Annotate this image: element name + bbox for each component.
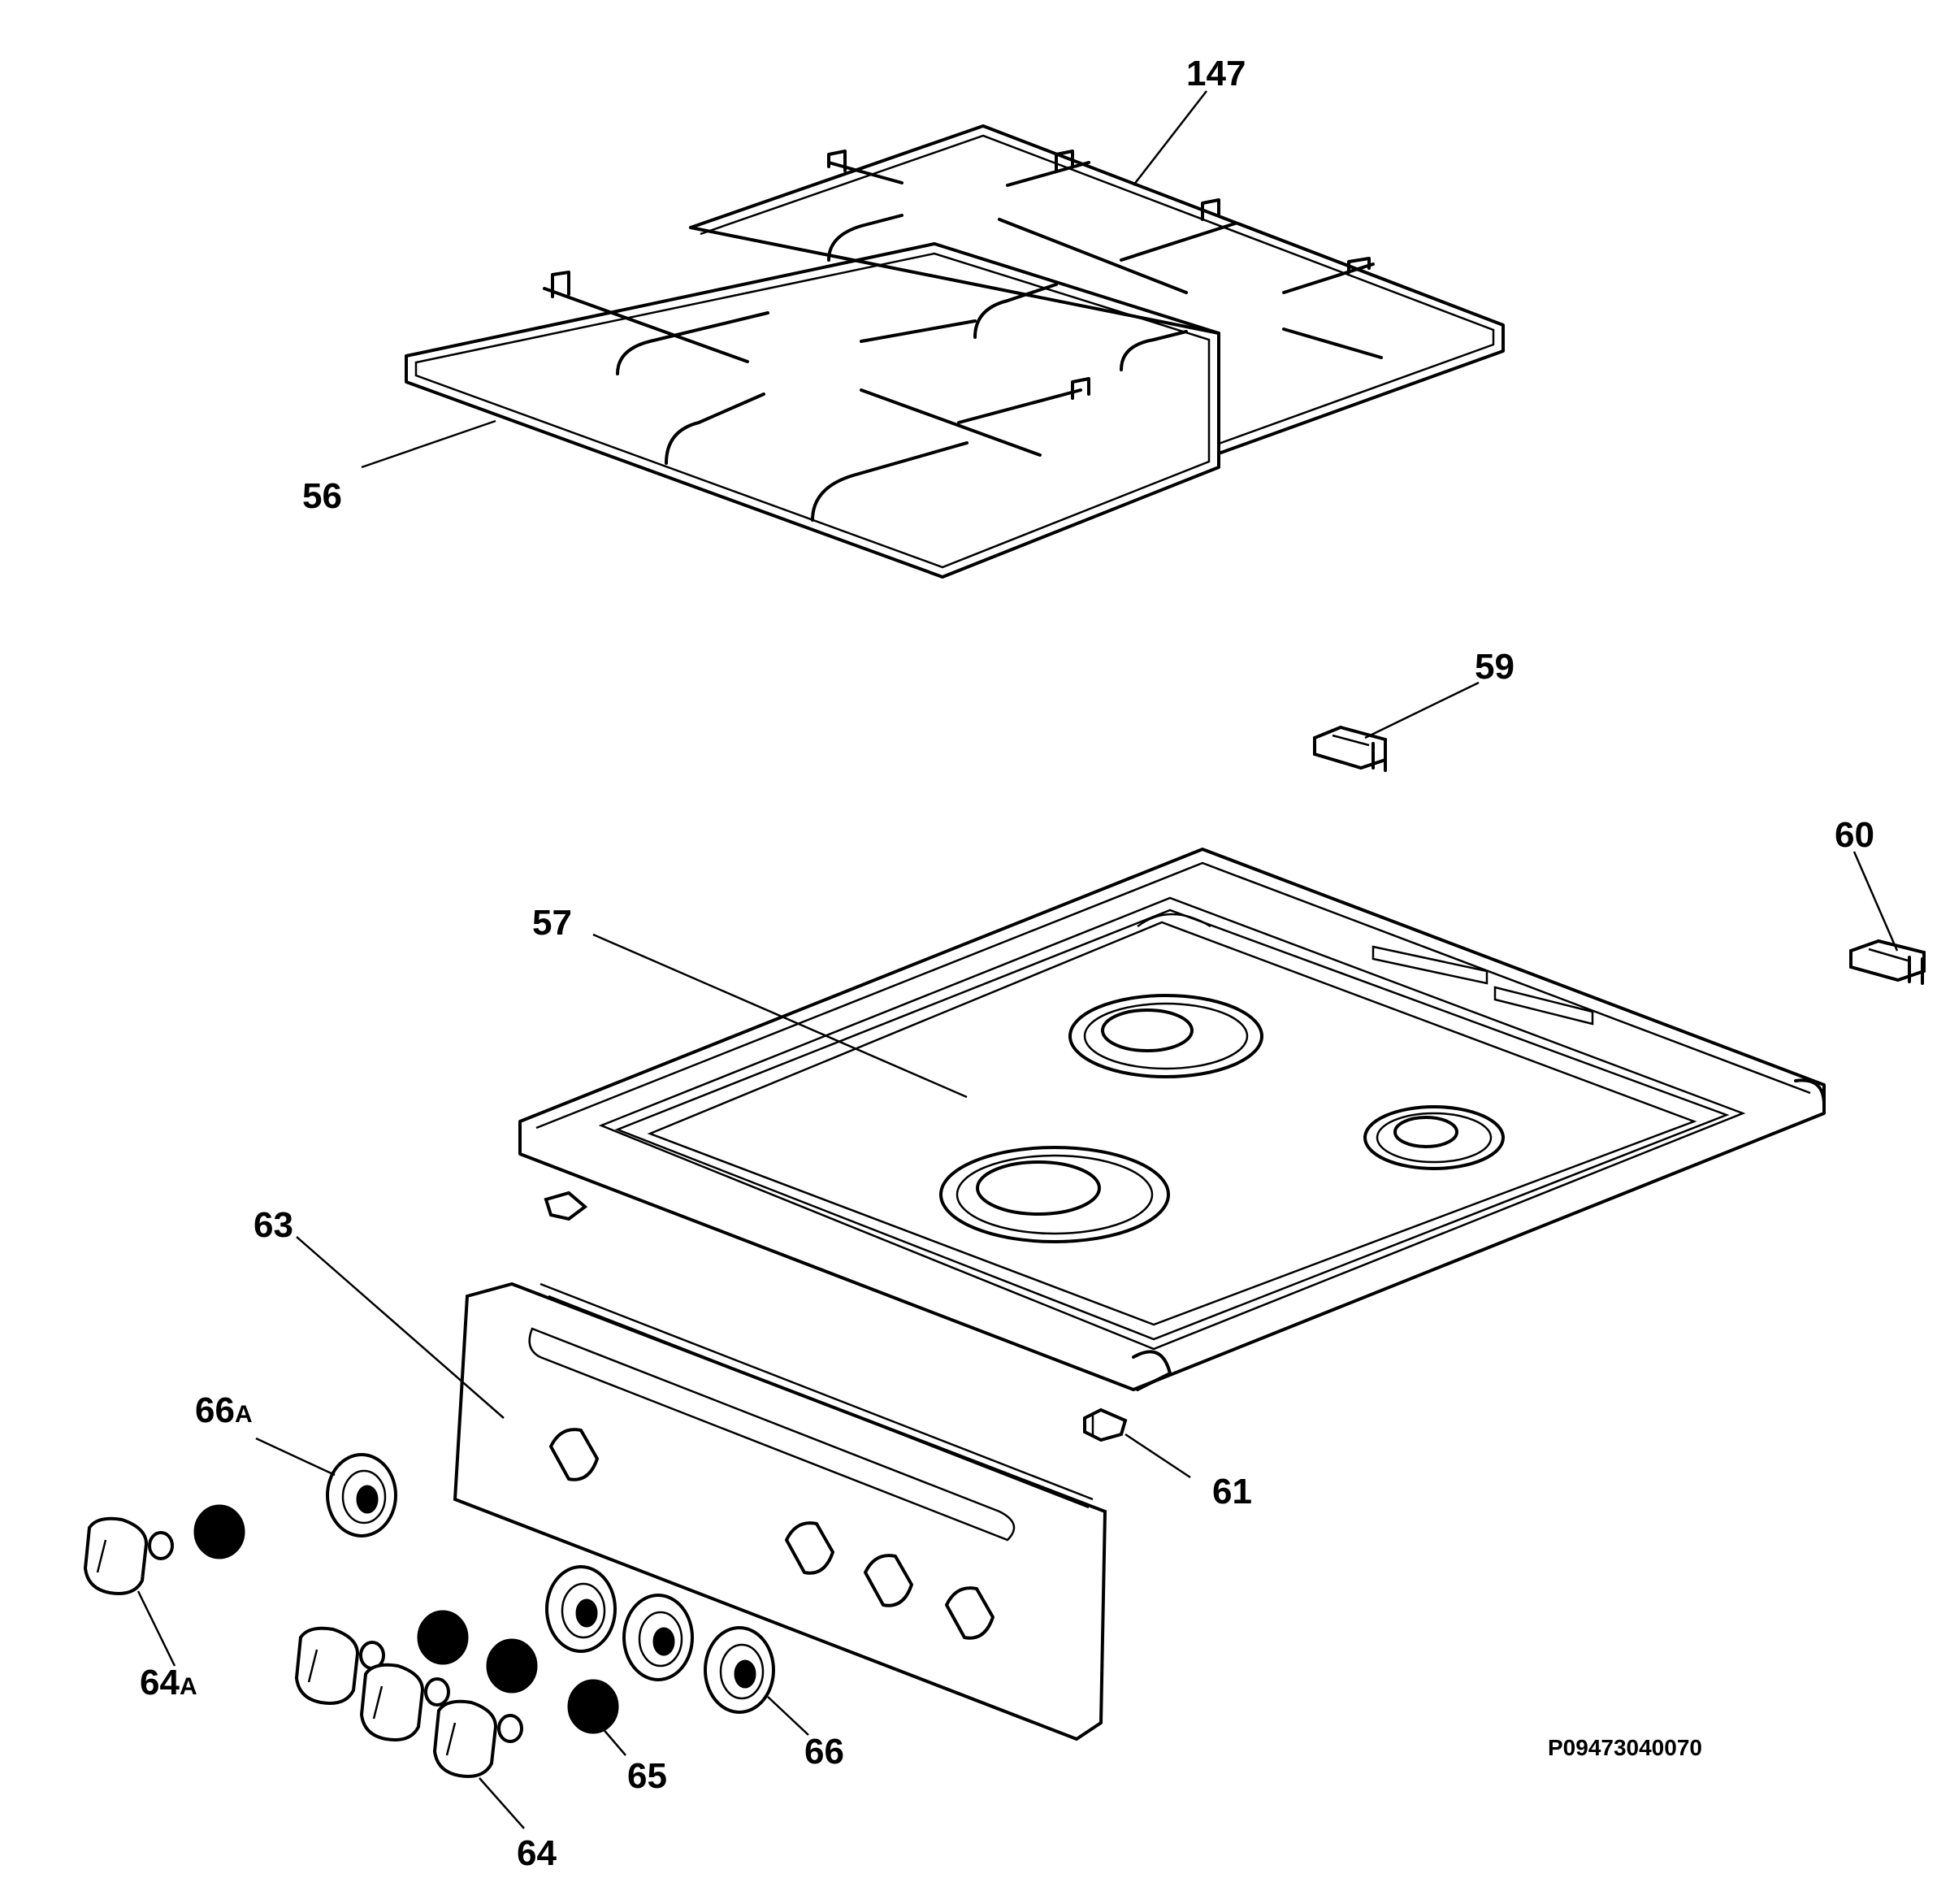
clip-60 bbox=[1849, 939, 1926, 985]
bezel-rings bbox=[326, 1453, 775, 1714]
callout-64: 64 bbox=[517, 1833, 557, 1873]
callout-56: 56 bbox=[302, 476, 342, 516]
control-panel bbox=[453, 1282, 1107, 1741]
knob-64-1 bbox=[294, 1626, 385, 1705]
clip-61 bbox=[1083, 1407, 1128, 1442]
bezel-66a bbox=[326, 1453, 397, 1538]
callout-59: 59 bbox=[1475, 647, 1514, 687]
knob-64a bbox=[83, 1516, 174, 1595]
callout-labels: 147 56 59 60 57 63 66A 61 64A 65 66 64 P… bbox=[140, 54, 1874, 1873]
hob-top bbox=[518, 848, 1826, 1391]
bezel-66-2 bbox=[622, 1594, 694, 1681]
callout-63: 63 bbox=[254, 1205, 293, 1245]
knob-64-2 bbox=[359, 1663, 450, 1741]
bezel-66-1 bbox=[545, 1565, 617, 1653]
callout-66: 66 bbox=[804, 1732, 844, 1772]
spring-inserts-65 bbox=[193, 1504, 619, 1734]
callout-147: 147 bbox=[1186, 54, 1246, 93]
callout-61: 61 bbox=[1212, 1472, 1252, 1511]
knob-64-3 bbox=[432, 1699, 523, 1778]
callout-66a: 66A bbox=[195, 1390, 253, 1430]
pan-support-grid bbox=[405, 124, 1505, 579]
control-knobs bbox=[83, 1516, 523, 1778]
callout-57: 57 bbox=[532, 903, 572, 943]
callout-65: 65 bbox=[627, 1756, 667, 1796]
callout-64a: 64A bbox=[140, 1663, 197, 1702]
callout-60: 60 bbox=[1835, 815, 1874, 855]
bezel-66-3 bbox=[704, 1626, 775, 1714]
drawing-code: P09473040070 bbox=[1548, 1735, 1702, 1760]
leader-lines bbox=[136, 90, 1899, 1829]
